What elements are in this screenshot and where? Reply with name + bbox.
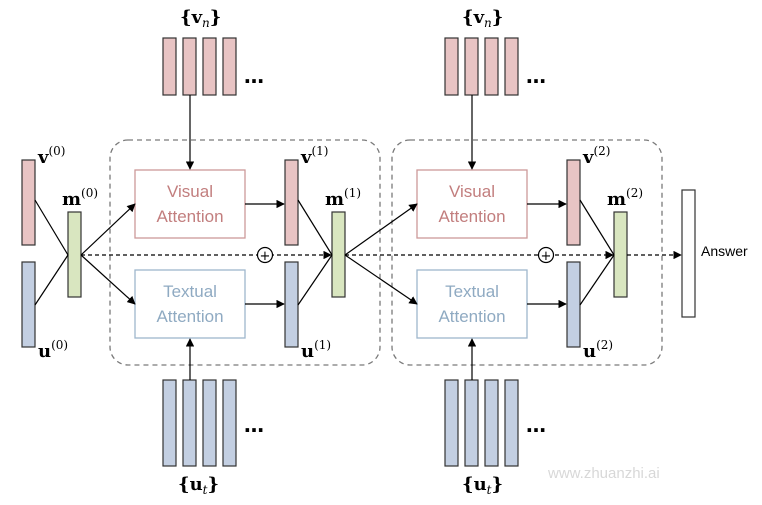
visual-attention-box-2 (416, 169, 528, 239)
m2-vector (613, 211, 628, 298)
m2-label: m(2) (607, 186, 643, 210)
v-set-label-1: {vn} (180, 7, 221, 30)
m0-label: m(0) (62, 186, 98, 210)
answer-vector (681, 189, 696, 318)
textual-attention-label: Attention (156, 307, 223, 326)
visual-attention-box-1 (134, 169, 246, 239)
v2-label: v(2) (582, 144, 610, 168)
svg-text:+: + (260, 249, 271, 264)
visual-attention-label: Visual (167, 182, 213, 201)
u0-label: u(0) (38, 338, 68, 362)
sum-node-2: + (537, 246, 555, 264)
ellipsis: … (244, 413, 264, 437)
ellipsis: … (526, 64, 546, 88)
svg-text:+: + (541, 249, 552, 264)
hop-2-frame (391, 139, 663, 366)
u1-label: u(1) (301, 338, 331, 362)
u-set-label-1: {ut} (178, 474, 219, 497)
hop-1-frame (109, 139, 381, 366)
m1-vector (331, 211, 346, 298)
m1-label: m(1) (325, 186, 361, 210)
v0-label: v(0) (37, 144, 65, 168)
ellipsis: … (244, 64, 264, 88)
u0-vector (21, 261, 36, 348)
v-set-label-2: {vn} (462, 7, 503, 30)
u1-vector (284, 261, 299, 348)
visual-attention-label: Attention (438, 207, 505, 226)
watermark-text: www.zhuanzhi.ai (547, 465, 660, 482)
v2-vector (566, 159, 581, 246)
u-set-label-2: {ut} (462, 474, 503, 497)
visual-attention-label: Visual (449, 182, 495, 201)
textual-features-bottom-1: … (162, 379, 264, 467)
visual-attention-label: Attention (156, 207, 223, 226)
m0-vector (67, 211, 82, 298)
textual-attention-box-2 (416, 269, 528, 339)
textual-attention-label: Attention (438, 307, 505, 326)
textual-features-bottom-2: … (444, 379, 546, 467)
ellipsis: … (526, 413, 546, 437)
textual-attention-box-1 (134, 269, 246, 339)
v0-vector (21, 159, 36, 246)
sum-node-1: + (256, 246, 274, 264)
u2-vector (566, 261, 581, 348)
visual-features-top-2: … (444, 37, 546, 96)
u2-label: u(2) (583, 338, 613, 362)
answer-label: Answer (701, 243, 748, 259)
v1-vector (284, 159, 299, 246)
visual-features-top-1: … (162, 37, 264, 96)
textual-attention-label: Textual (163, 282, 217, 301)
v1-label: v(1) (300, 144, 328, 168)
textual-attention-label: Textual (445, 282, 499, 301)
